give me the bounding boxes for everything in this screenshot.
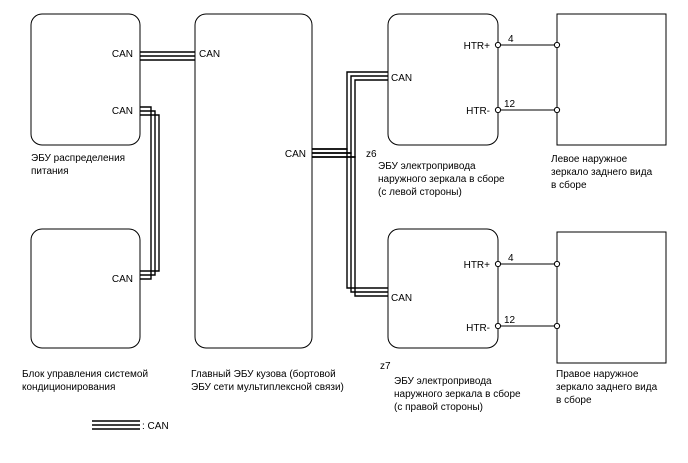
main-ecu-caption-line2: ЭБУ сети мультиплексной связи): [191, 382, 344, 393]
right-mirror-ecu-caption-line2: наружного зеркала в сборе: [394, 388, 521, 400]
left-mirror-ecu-htr-minus-label: HTR-: [466, 106, 490, 117]
left-mirror-pin-plus-number: 4: [508, 34, 514, 45]
right-mirror-ecu-caption-line1: ЭБУ электропривода: [394, 376, 492, 387]
left-mirror-ecu-htr-plus-label: HTR+: [464, 41, 491, 52]
power-ecu-caption-line2: питания: [31, 166, 69, 177]
legend: : CAN: [92, 420, 169, 432]
climate-ecu-box: [30, 228, 141, 349]
left-mirror-pin-minus-number: 12: [504, 99, 516, 110]
connector-pins: [494, 41, 561, 330]
right-mirror-caption-line1: Правое наружное: [556, 369, 639, 380]
right-mirror-ecu-caption-line3: (с правой стороны): [394, 402, 483, 413]
right-mirror-box: [556, 231, 667, 364]
climate-ecu-caption-line2: кондиционирования: [22, 382, 115, 393]
left-mirror-ecu-can-label: CAN: [391, 73, 412, 84]
left-mirror-ecu-caption-line3: (с левой стороны): [378, 187, 462, 198]
right-mirror-pin-minus-number: 12: [504, 315, 516, 326]
main-ecu-caption-line1: Главный ЭБУ кузова (бортовой: [191, 368, 336, 380]
climate-ecu-caption-line1: Блок управления системой: [22, 369, 148, 380]
climate-ecu-can-label: CAN: [112, 274, 133, 285]
legend-can-label: : CAN: [142, 421, 169, 432]
left-mirror-box: [556, 13, 667, 146]
power-ecu-can-bottom-label: CAN: [112, 106, 133, 117]
right-mirror-ecu-can-label: CAN: [391, 293, 412, 304]
power-ecu-caption-line1: ЭБУ распределения: [31, 153, 125, 164]
right-mirror-ecu-htr-minus-label: HTR-: [466, 323, 490, 334]
power-ecu-can-top-label: CAN: [112, 49, 133, 60]
main-ecu-can-top-label: CAN: [199, 49, 220, 60]
left-mirror-ecu-caption-line1: ЭБУ электропривода: [378, 161, 476, 172]
left-mirror-ecu-connector-label: z6: [366, 149, 377, 160]
heater-wires: [498, 44, 557, 327]
left-mirror-caption-line3: в сборе: [551, 179, 587, 191]
right-mirror-ecu-box: [387, 228, 499, 349]
right-mirror-pin-plus-number: 4: [508, 253, 514, 264]
right-mirror-ecu-htr-plus-label: HTR+: [464, 260, 491, 271]
left-mirror-ecu-caption-line2: наружного зеркала в сборе: [378, 173, 505, 185]
right-mirror-caption-line2: зеркало заднего вида: [556, 382, 658, 393]
main-body-ecu-box: [194, 13, 313, 349]
right-mirror-ecu-connector-label: z7: [380, 361, 391, 372]
left-mirror-caption-line2: зеркало заднего вида: [551, 167, 653, 178]
power-ecu-box: [30, 13, 141, 146]
left-mirror-caption-line1: Левое наружное: [551, 154, 628, 165]
legend-can-line-symbol: [92, 420, 140, 430]
main-ecu-can-mid-label: CAN: [285, 149, 306, 160]
left-mirror-ecu-box: [387, 13, 499, 146]
can-bus-lines: [140, 51, 388, 297]
right-mirror-caption-line3: в сборе: [556, 394, 592, 406]
